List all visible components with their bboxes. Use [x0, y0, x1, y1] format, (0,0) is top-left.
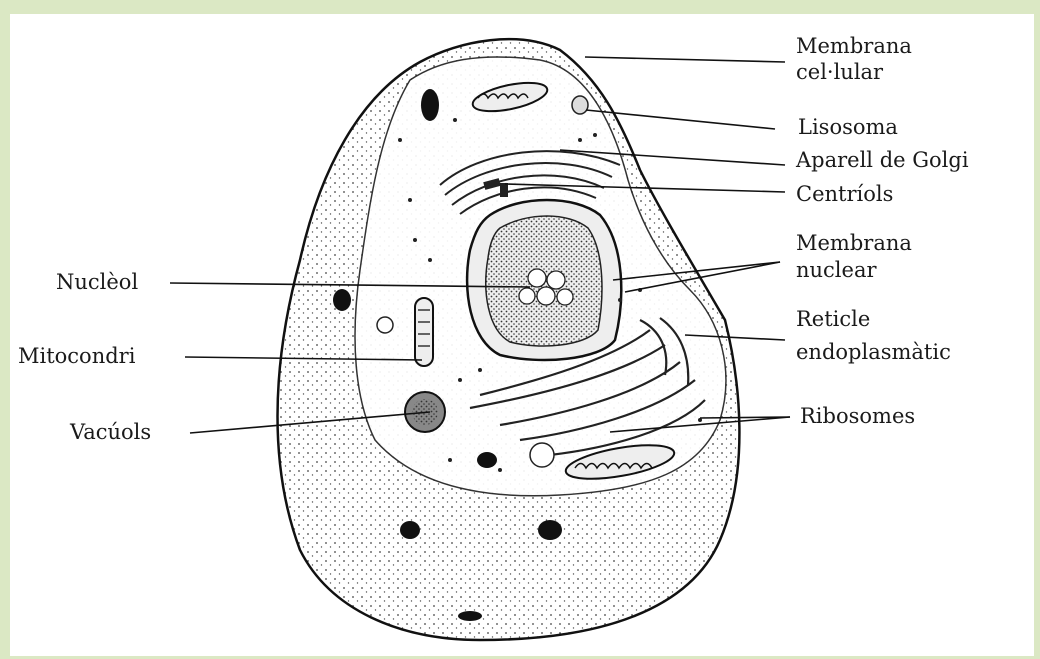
label-reticle-1: Reticle	[796, 307, 870, 332]
label-nuclear-membrane-1: Membrana	[796, 231, 912, 256]
label-reticle-2: endoplasmàtic	[796, 340, 951, 365]
label-nucleolus: Nuclèol	[56, 270, 138, 295]
label-lysosome: Lisosoma	[798, 115, 898, 140]
label-cell-membrane-2: cel·lular	[796, 60, 883, 85]
lysosome	[572, 96, 588, 114]
label-ribosomes: Ribosomes	[800, 404, 915, 429]
label-vacuoles: Vacúols	[70, 420, 151, 445]
label-centrioles: Centríols	[796, 182, 893, 207]
label-mitochondrion: Mitocondri	[18, 344, 135, 369]
label-cell-membrane-1: Membrana	[796, 34, 912, 59]
label-golgi: Aparell de Golgi	[796, 148, 969, 173]
label-nuclear-membrane-2: nuclear	[796, 258, 877, 283]
